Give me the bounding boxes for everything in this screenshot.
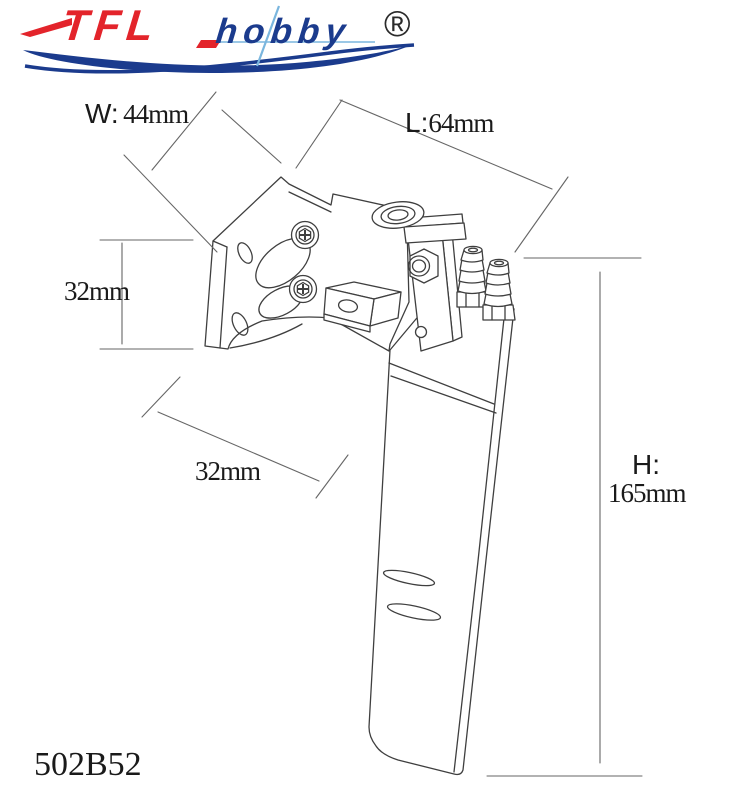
hinge-bar-lower [403,222,467,244]
blade-slot-upper [382,569,436,587]
socket-screw-bottom [288,274,318,304]
mount-bracket [204,176,467,352]
clamp-plate-hole [414,325,428,339]
dim-length [295,99,569,253]
plate-slot-bottom [231,312,249,336]
height-prefix: H: [632,449,660,480]
dim-bracket-depth [141,376,349,499]
height-label: H: 165mm [608,449,687,509]
dim-bracket-height [99,239,194,350]
water-pickup-nipples [456,245,516,321]
logo-red-dash [196,40,221,48]
length-value: 64mm [428,108,494,138]
bracket-depth-label: 32mm [195,456,261,487]
dim-height [486,257,643,777]
nipple-front [456,245,490,308]
width-value: 44mm [123,99,189,129]
dim-width [123,91,282,253]
width-label: W: 44mm [85,98,189,130]
logo-crosshair-vertical [255,5,281,67]
bracket-height-value: 32mm [64,276,130,306]
logo-wave-icon [20,5,415,74]
socket-screw-top [290,220,320,250]
logo-red-swoosh [20,18,72,37]
logo-wave-main [23,44,414,73]
linkage-tab [323,281,402,333]
rudder-blade [368,293,515,776]
part-number: 502B52 [34,746,142,783]
tfl-hobby-logo: TFL hobby ® [0,0,440,90]
hex-nut [407,248,439,284]
nipple-rear [482,258,516,321]
height-value: 165mm [608,478,687,509]
plate-slot-top [237,242,253,264]
blade-slot-lower [386,603,442,621]
logo-wave-thin [24,43,415,74]
tab-hole [337,299,359,313]
length-prefix: L: [405,107,429,138]
length-label: L:64mm [405,107,494,139]
bracket-depth-value: 32mm [195,456,261,486]
registered-trademark: ® [384,3,411,44]
bracket-height-label: 32mm [64,276,130,307]
width-prefix: W: [85,98,119,129]
pivot-bushing [371,201,425,229]
